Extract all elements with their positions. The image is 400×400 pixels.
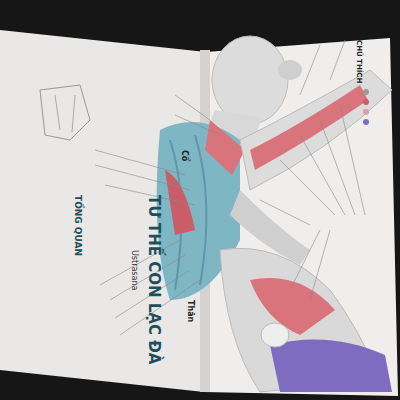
section-heading: TỔNG QUAN bbox=[72, 195, 82, 256]
hair-bun bbox=[278, 60, 302, 80]
legend-dots bbox=[363, 89, 369, 125]
neck-muscle bbox=[205, 120, 245, 175]
left-page bbox=[0, 30, 206, 392]
chest-muscle bbox=[165, 170, 195, 235]
hip-joint bbox=[261, 323, 289, 347]
pose-name: Ustrasana bbox=[129, 250, 138, 290]
part-label: Cổ bbox=[179, 150, 188, 161]
inset-figure bbox=[40, 85, 90, 140]
head bbox=[212, 36, 288, 124]
gluteal-muscle bbox=[250, 278, 335, 335]
arm bbox=[240, 70, 392, 190]
page-title: TƯ THẾ CON LẠC ĐÀ bbox=[146, 195, 163, 364]
legend-heading: CHÚ THÍCH bbox=[354, 40, 362, 83]
inset-figure-lines bbox=[55, 95, 75, 132]
part-label: Thân bbox=[185, 300, 194, 322]
arm-muscle bbox=[250, 85, 368, 170]
leader-lines bbox=[260, 40, 365, 300]
thigh-muscle bbox=[270, 339, 392, 392]
muscle-fibre bbox=[195, 135, 206, 285]
